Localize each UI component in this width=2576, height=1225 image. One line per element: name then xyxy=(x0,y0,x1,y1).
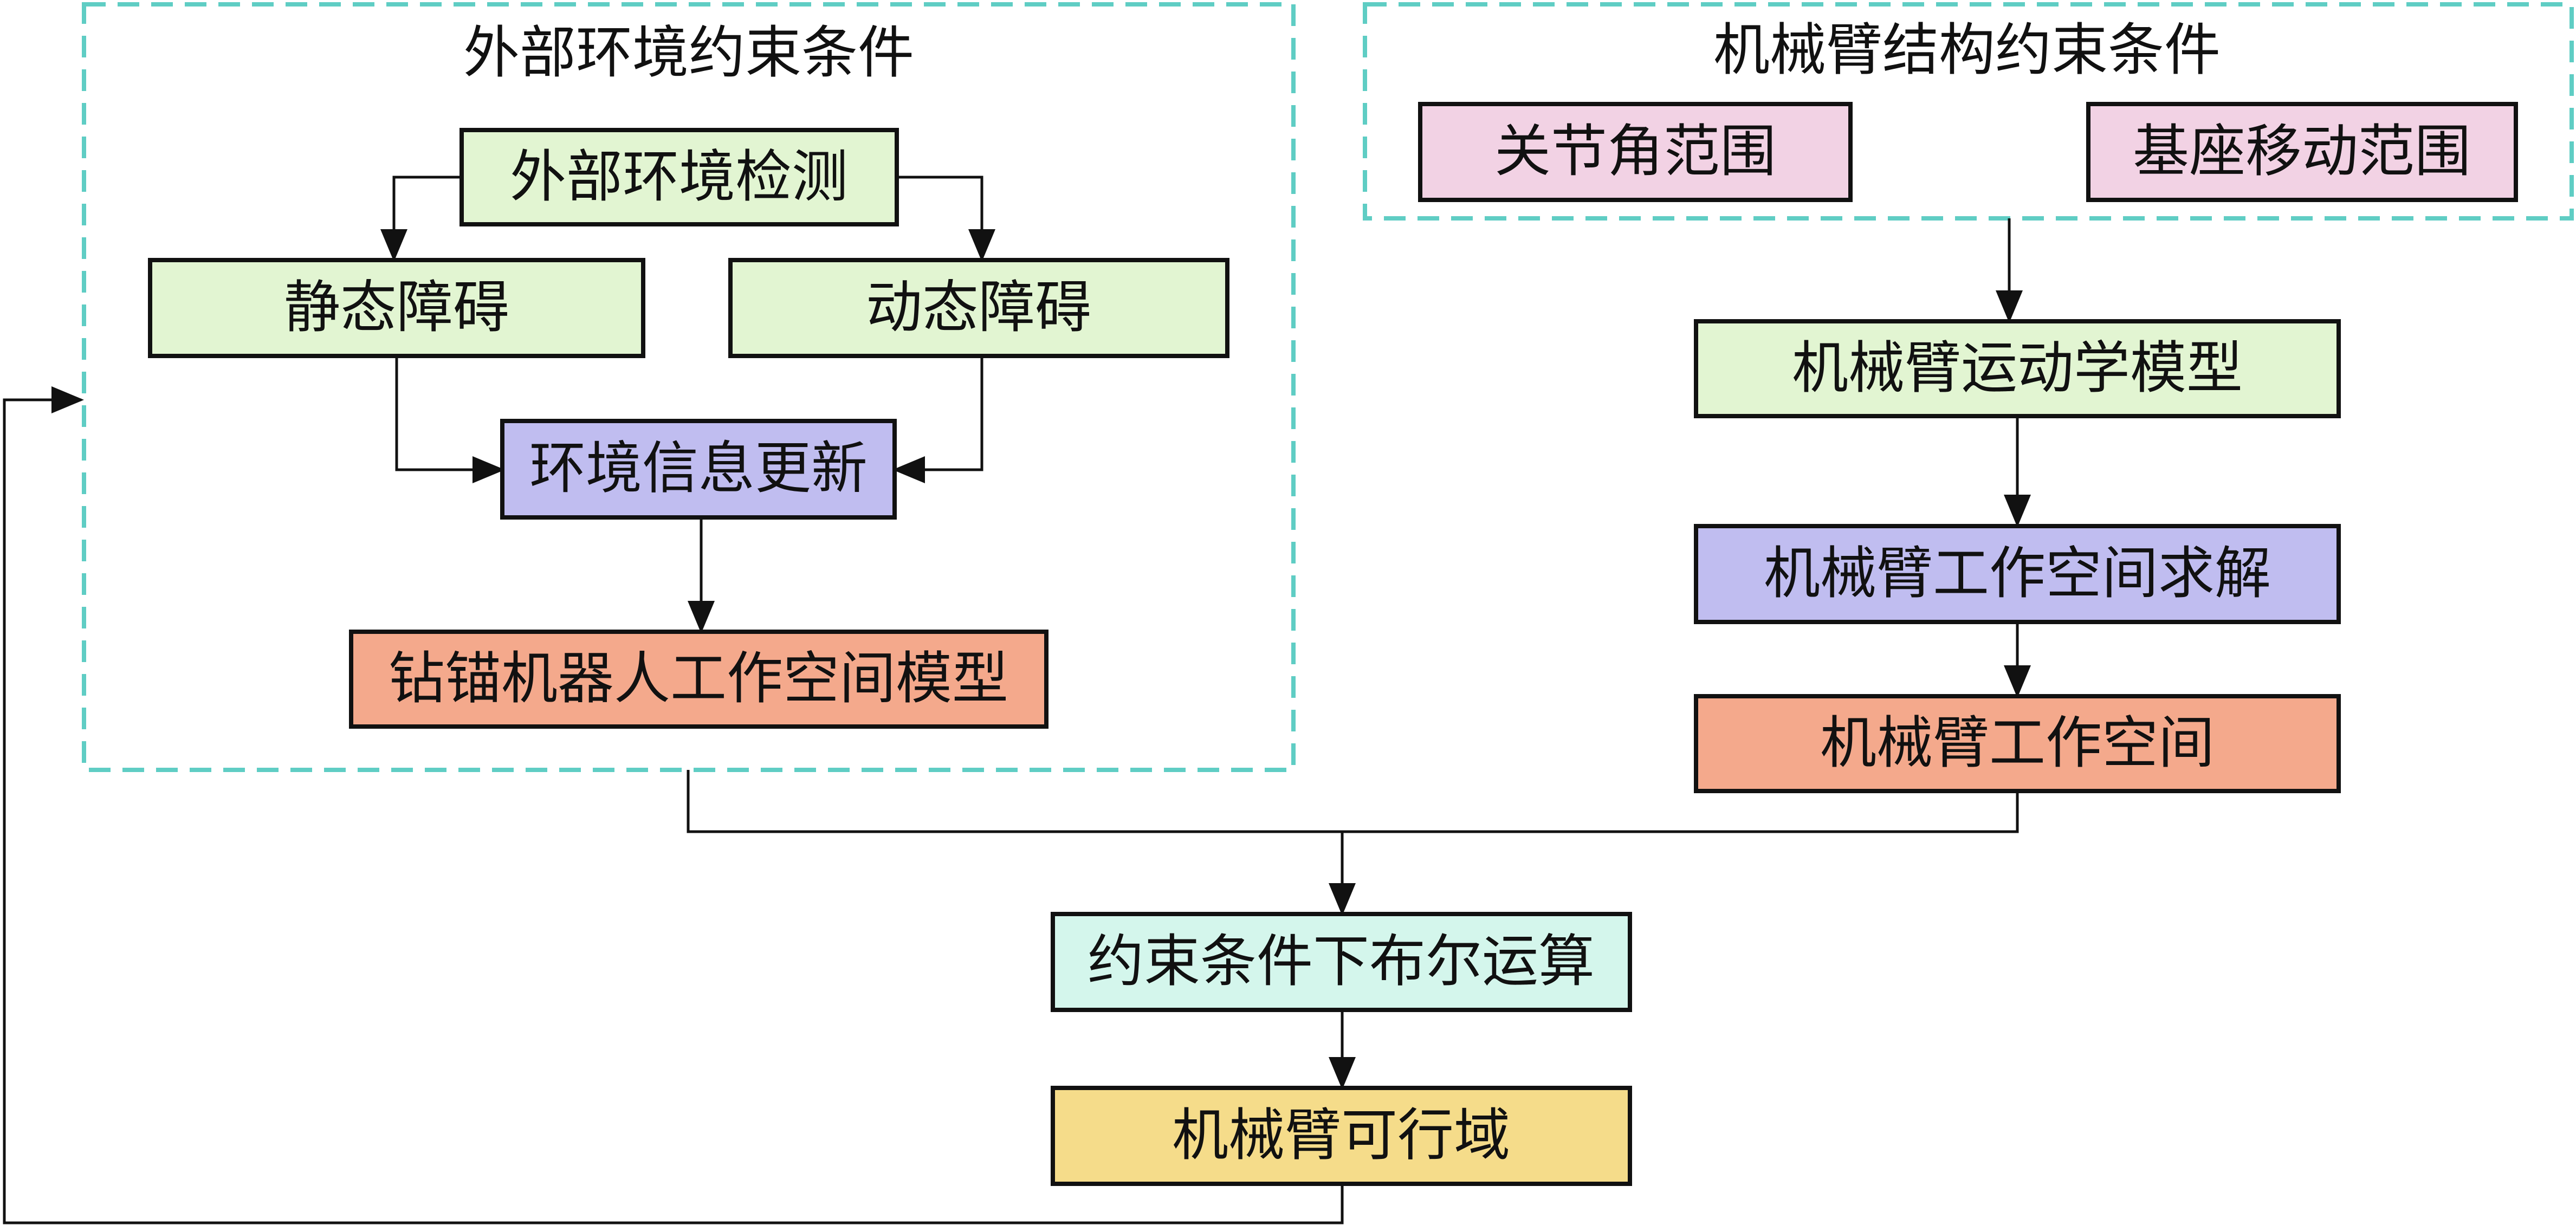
edge-feasible-feedback xyxy=(3,386,1344,1224)
nodes: 外部环境检测 静态障碍 动态障碍 环境信息更新 钻锚机器人工作空间模型 关节角范… xyxy=(148,102,2518,1186)
group-arm-border xyxy=(1363,2,2574,221)
node-static-obstacle-label: 静态障碍 xyxy=(284,274,509,340)
node-boolean-op-label: 约束条件下布尔运算 xyxy=(1088,928,1595,994)
edges xyxy=(3,176,2031,1224)
edge-envgroup-to-boolean xyxy=(687,770,2019,833)
node-joint-range-box xyxy=(1418,102,1853,202)
node-ws-solve-box xyxy=(1694,524,2341,624)
node-env-update-label: 环境信息更新 xyxy=(529,435,868,501)
node-env-update: 环境信息更新 xyxy=(500,419,897,520)
node-base-range-label: 基座移动范围 xyxy=(2133,118,2471,184)
node-env-update-box xyxy=(500,419,897,520)
node-robot-ws-model: 钻锚机器人工作空间模型 xyxy=(349,630,1048,729)
node-robot-ws-model-label: 钻锚机器人工作空间模型 xyxy=(389,645,1008,711)
node-dynamic-obstacle-box xyxy=(728,258,1229,358)
edge-static-to-update xyxy=(395,357,505,483)
node-env-detect-label: 外部环境检测 xyxy=(510,144,848,210)
group-env-constraints: 外部环境约束条件 xyxy=(82,2,1296,772)
group-env-border xyxy=(82,2,1296,772)
edge-dynamic-to-update xyxy=(892,357,983,483)
node-arm-ws-box xyxy=(1694,694,2341,793)
node-ws-solve-label: 机械臂工作空间求解 xyxy=(1764,540,2271,606)
edge-detect-to-static xyxy=(380,176,462,262)
node-joint-range: 关节角范围 xyxy=(1418,102,1853,202)
node-kinematics: 机械臂运动学模型 xyxy=(1694,319,2341,418)
node-env-detect-box xyxy=(459,128,899,226)
node-feasible-label: 机械臂可行域 xyxy=(1172,1102,1510,1168)
node-joint-range-label: 关节角范围 xyxy=(1494,118,1776,184)
node-boolean-op-box xyxy=(1051,912,1632,1012)
node-kinematics-label: 机械臂运动学模型 xyxy=(1792,335,2243,401)
node-base-range: 基座移动范围 xyxy=(2086,102,2518,202)
node-feasible: 机械臂可行域 xyxy=(1051,1086,1632,1186)
node-kinematics-box xyxy=(1694,319,2341,418)
node-robot-ws-model-box xyxy=(349,630,1048,729)
group-arm-title: 机械臂结构约束条件 xyxy=(1713,17,2221,83)
node-arm-ws-label: 机械臂工作空间 xyxy=(1820,710,2215,776)
group-env-title: 外部环境约束条件 xyxy=(463,20,914,86)
node-static-obstacle-box xyxy=(148,258,645,358)
node-feasible-box xyxy=(1051,1086,1632,1186)
node-env-detect: 外部环境检测 xyxy=(459,128,899,226)
node-ws-solve: 机械臂工作空间求解 xyxy=(1694,524,2341,624)
node-boolean-op: 约束条件下布尔运算 xyxy=(1051,912,1632,1012)
group-arm-constraints: 机械臂结构约束条件 xyxy=(1363,2,2574,221)
node-static-obstacle: 静态障碍 xyxy=(148,258,645,358)
node-dynamic-obstacle: 动态障碍 xyxy=(728,258,1229,358)
node-base-range-box xyxy=(2086,102,2518,202)
edge-detect-to-dynamic xyxy=(897,176,995,262)
node-dynamic-obstacle-label: 动态障碍 xyxy=(866,274,1091,340)
node-arm-ws: 机械臂工作空间 xyxy=(1694,694,2341,793)
